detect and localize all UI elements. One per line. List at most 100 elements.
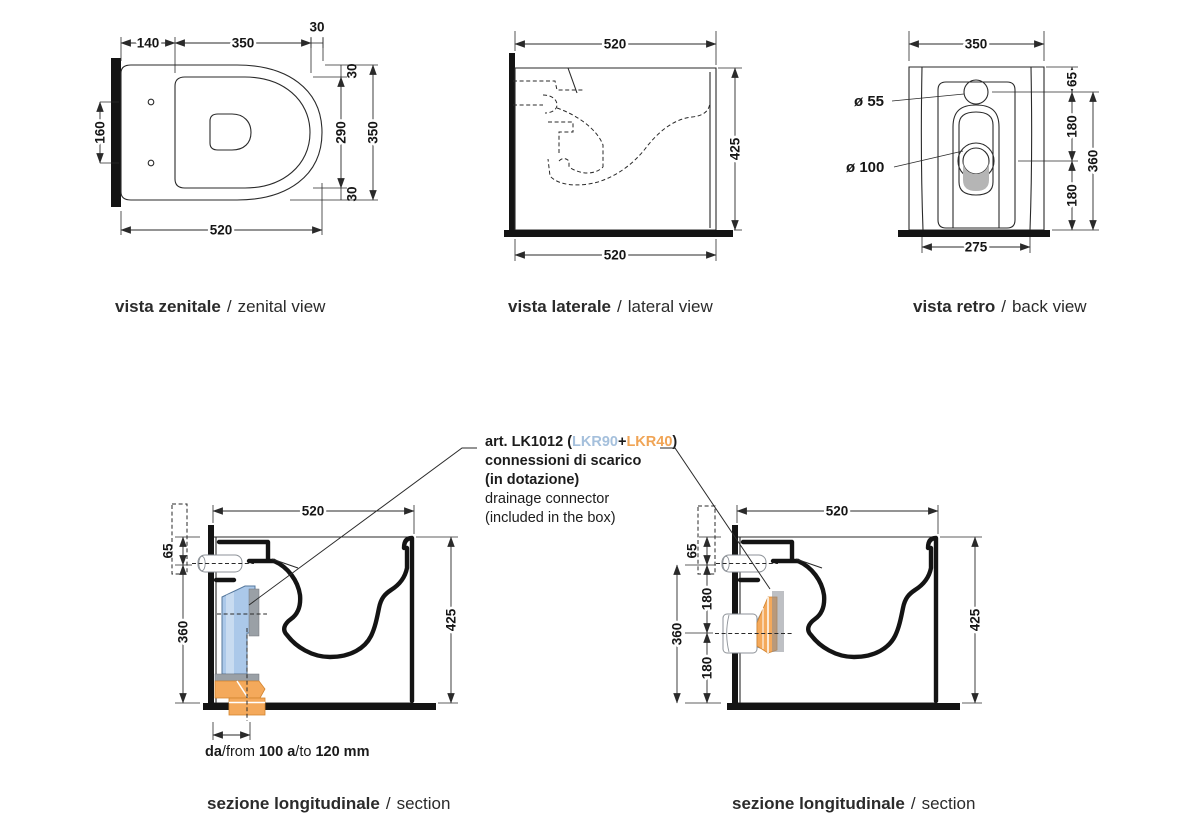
floor-bar: [504, 230, 733, 237]
drain-connector-annotation: art. LK1012 (LKR90+LKR40) connessioni di…: [485, 433, 677, 528]
dim-label: 140: [137, 36, 160, 51]
dim-label: 350: [366, 121, 381, 144]
caption-separator: /: [910, 794, 916, 813]
drain-adapter-lkr40: [214, 680, 266, 699]
annotation-line-art: art. LK1012 (LKR90+LKR40): [485, 433, 677, 452]
coupling-band: [214, 673, 260, 682]
dim-label: 290: [334, 121, 349, 144]
inlet-zone-dashed-box: [697, 505, 716, 575]
inlet-diameter-label: ø 55: [854, 93, 884, 110]
caption-lateral: vista laterale / lateral view: [508, 297, 713, 317]
caption-section-left-en: section: [396, 794, 451, 813]
section-left-dimensions: 520 65 360 425 da/from 100 a/to 120 mm: [161, 501, 462, 760]
lateral-dimensions: 520 425 520: [514, 31, 745, 265]
outlet-collar: [772, 591, 784, 652]
caption-zenital-it: vista zenitale: [115, 297, 221, 316]
caption-zenital: vista zenitale / zenital view: [115, 297, 325, 317]
inlet-zone-dashed-box: [171, 503, 188, 575]
caption-section-right: sezione longitudinale / section: [732, 794, 975, 814]
back-outline: [898, 66, 1050, 237]
dim-label: 520: [826, 504, 849, 519]
tank-panel-outline: [937, 81, 1016, 229]
dim-label: 360: [670, 623, 685, 646]
caption-separator: /: [617, 297, 622, 316]
dim-label: 30: [309, 20, 324, 35]
bowl-opening-outline: [209, 113, 252, 151]
dim-label: 30: [345, 186, 360, 201]
toilet-side-outline: [514, 67, 717, 231]
dim-label: 520: [210, 223, 233, 238]
lateral-hidden-lines: [513, 72, 711, 186]
dim-label: 65: [161, 543, 176, 559]
paren-close: ): [672, 434, 678, 450]
dim-label: 65: [1065, 72, 1080, 88]
dim-label: 520: [302, 504, 325, 519]
caption-lateral-it: vista laterale: [508, 297, 612, 316]
caption-zenital-en: zenital view: [237, 297, 326, 316]
caption-section-right-it: sezione longitudinale: [732, 794, 905, 813]
dim-label: 30: [345, 63, 360, 78]
dim-label: 180: [1065, 184, 1080, 207]
code-lkr90: LKR90: [572, 434, 618, 450]
drain-pocket-outline: [958, 111, 994, 196]
drain-connector-lkr40: [715, 591, 793, 654]
plus-sign: +: [617, 434, 627, 450]
dim-label: 180: [1065, 115, 1080, 138]
caption-separator: /: [1001, 297, 1006, 316]
drain-connector-lkr90: [214, 585, 267, 721]
code-lkr40: LKR40: [626, 434, 673, 450]
lateral-outline: [504, 53, 733, 237]
caption-lateral-en: lateral view: [627, 297, 713, 316]
dim-label: 350: [232, 36, 255, 51]
annotation-line-it1: connessioni di scarico: [485, 453, 642, 469]
dim-label: 180: [700, 657, 715, 680]
wall-bar: [509, 53, 515, 233]
dim-label: 275: [965, 240, 988, 255]
dim-label: 360: [1086, 150, 1101, 173]
zenital-dimensions: 140 350 30 160 30 290 30 350 520: [90, 20, 383, 241]
toilet-body-outline: [120, 64, 323, 201]
annotation-line-en1: drainage connector: [485, 491, 610, 507]
outlet-collar: [248, 588, 260, 637]
zenital-outline: [111, 58, 323, 207]
back-callouts: ø 55 ø 100: [846, 93, 965, 176]
caption-section-left: sezione longitudinale / section: [207, 794, 450, 814]
dim-label: 520: [604, 248, 627, 263]
dim-label: 65: [685, 543, 700, 559]
floor-bar: [727, 703, 960, 710]
caption-section-left-it: sezione longitudinale: [207, 794, 380, 813]
fixing-hole-top: [147, 98, 155, 106]
floor-bar: [898, 230, 1050, 237]
dim-label: 180: [700, 588, 715, 611]
dim-label: 360: [176, 621, 191, 644]
wall-bar: [111, 58, 121, 207]
caption-back: vista retro/back view: [913, 297, 1087, 317]
art-code: art. LK1012: [485, 434, 564, 450]
caption-back-en: back view: [1011, 297, 1087, 316]
paren-open: (: [563, 434, 573, 450]
siphon-section: [795, 545, 934, 660]
seat-outline: [174, 76, 311, 189]
inlet-cylinder: [716, 554, 778, 573]
siphon-section: [271, 545, 410, 660]
lateral-view-drawing: 520 425 520: [504, 31, 745, 265]
annotation-line-it2: (in dotazione): [485, 472, 580, 488]
dim-label: 350: [965, 37, 988, 52]
dim-label: 425: [444, 608, 459, 631]
inlet-cylinder: [192, 554, 254, 573]
dim-label: 160: [93, 121, 108, 144]
drain-pipe-shading: [963, 161, 989, 191]
caption-separator: /: [226, 297, 232, 316]
annotation-line-en2: (included in the box): [485, 510, 616, 526]
wall-bar: [208, 525, 214, 707]
dim-label: 425: [968, 608, 983, 631]
floor-bar: [203, 703, 436, 710]
section-right-drawing: 520 65 180 180 360 425: [667, 501, 985, 710]
caption-separator: /: [385, 794, 391, 813]
caption-section-right-en: section: [921, 794, 976, 813]
drain-hole-inner: [962, 147, 990, 175]
back-view-drawing: ø 55 ø 100 350 65 180 180 360 275: [846, 31, 1103, 257]
zenital-view-drawing: 140 350 30 160 30 290 30 350 520: [90, 20, 383, 241]
inlet-hole: [963, 79, 989, 105]
